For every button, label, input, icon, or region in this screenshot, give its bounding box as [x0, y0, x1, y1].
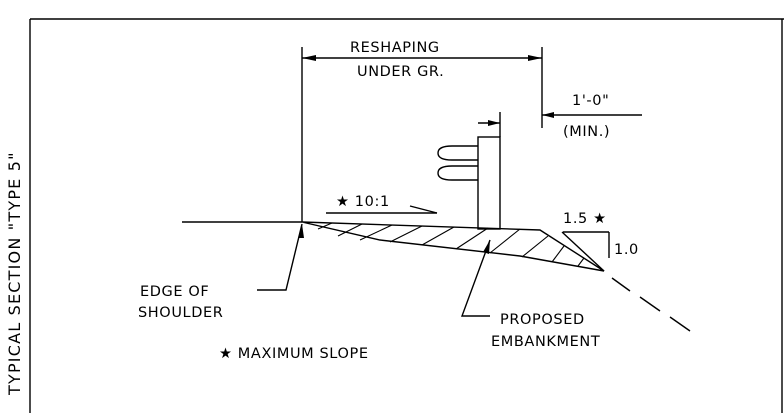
existing-slope-dashed	[611, 277, 691, 332]
slope-10-1-label: ★ 10:1	[336, 194, 390, 210]
slope-10-1-arrow	[326, 205, 438, 214]
reshaping-label-line1: RESHAPING	[350, 40, 440, 56]
offset-value-label: 1'-0"	[572, 93, 609, 109]
proposed-embankment-line2: EMBANKMENT	[491, 334, 600, 350]
proposed-embankment-leader	[460, 239, 491, 317]
edge-of-shoulder-line1: EDGE OF	[140, 284, 209, 300]
embankment-hatching	[317, 222, 585, 267]
edge-of-shoulder-leader	[257, 223, 304, 291]
slope-rise-label: 1.0	[614, 242, 639, 258]
maximum-slope-legend: ★ MAXIMUM SLOPE	[219, 346, 369, 362]
section-title: TYPICAL SECTION "TYPE 5"	[5, 151, 24, 396]
offset-dimension	[478, 112, 642, 137]
reshaping-label-line2: UNDER GR.	[357, 64, 444, 80]
slope-run-label: 1.5 ★	[563, 211, 607, 227]
slope-extension	[561, 231, 605, 272]
slope-triangle	[563, 231, 610, 258]
proposed-embankment-line1: PROPOSED	[500, 312, 585, 328]
drawing-frame	[29, 18, 784, 413]
proposed-embankment-outline	[301, 221, 605, 272]
guardrail-post	[437, 136, 501, 230]
edge-of-shoulder-line2: SHOULDER	[138, 305, 223, 321]
offset-min-label: (MIN.)	[563, 124, 610, 140]
